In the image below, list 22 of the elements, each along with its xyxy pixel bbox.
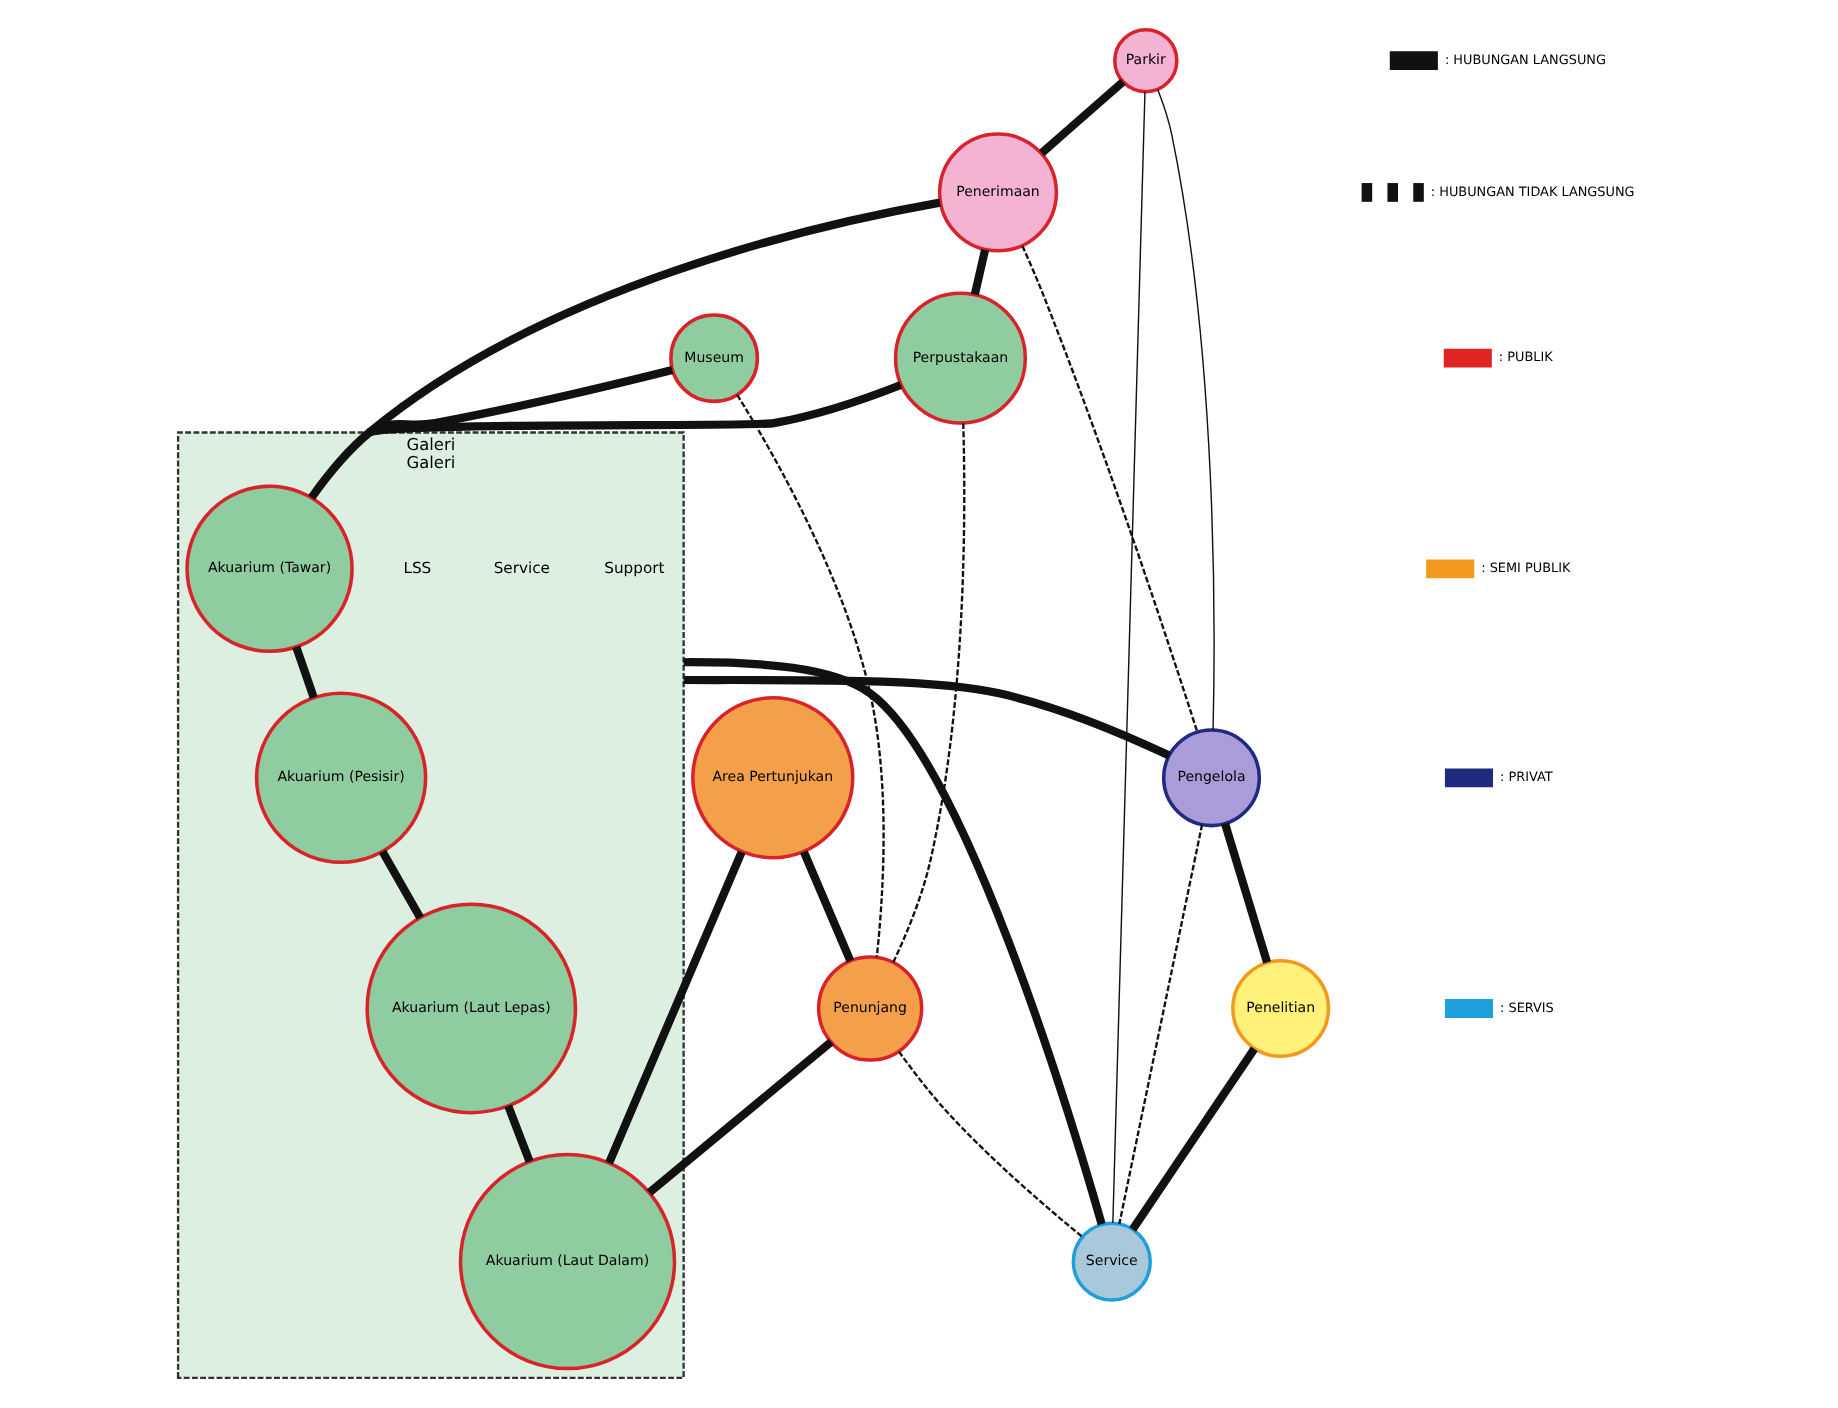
connector (1111, 91, 1145, 1224)
connector (1156, 88, 1214, 731)
connector (682, 675, 1170, 760)
connector (735, 394, 884, 958)
connector (897, 1050, 1083, 1238)
connector (969, 248, 989, 296)
connector (307, 198, 940, 501)
connector (377, 849, 423, 920)
connector (366, 366, 673, 437)
connector (1117, 824, 1203, 1225)
connector (1128, 1046, 1257, 1232)
connector (1020, 245, 1198, 733)
connector (1037, 78, 1125, 157)
connector (604, 850, 745, 1165)
connector (891, 423, 965, 964)
connector (682, 658, 1105, 1226)
connector (799, 850, 854, 963)
connector (645, 1038, 833, 1196)
connector (1220, 822, 1271, 964)
connector (367, 381, 902, 437)
connector (503, 1104, 533, 1163)
connector (291, 645, 317, 699)
